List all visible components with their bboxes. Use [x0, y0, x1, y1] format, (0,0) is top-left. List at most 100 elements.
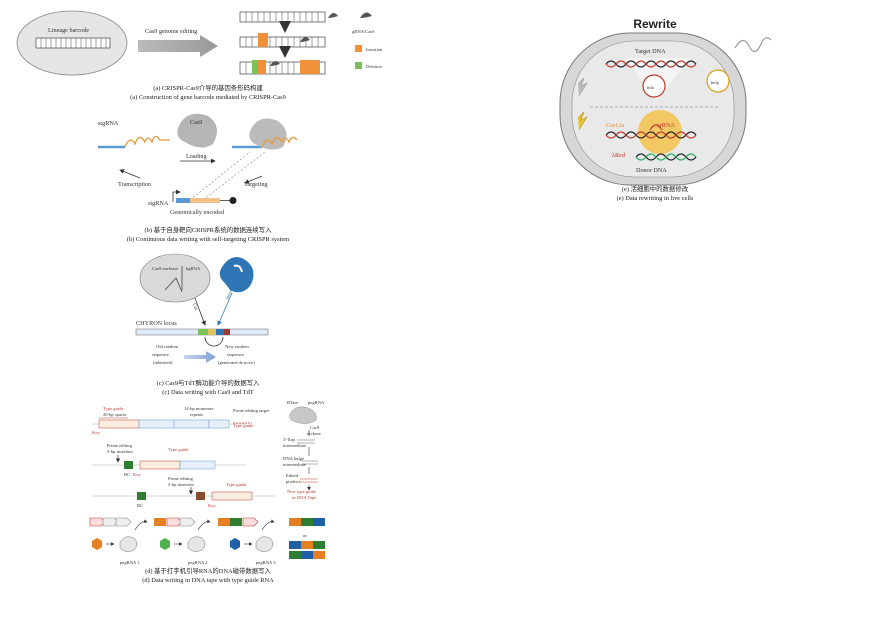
- tape-blocks-4: [289, 518, 325, 526]
- tape-row-3: BC Key: [92, 491, 275, 508]
- stgrna-loop: [124, 135, 170, 148]
- legend: gRNA/Cas9 Insertion Deletion: [352, 12, 383, 69]
- promoter-arrow: [172, 189, 181, 202]
- caption-b-en: (b) Continuous data writing with self-ta…: [127, 236, 289, 243]
- flap-strands: [297, 439, 315, 444]
- pe-insertion-1a: Prime editing: [107, 443, 133, 448]
- tape-blocks-3: [218, 517, 259, 527]
- panel-d: Type guide 20-bp spacer 14-bp monomer re…: [89, 400, 325, 584]
- key-label-2: Key: [133, 472, 141, 477]
- bulge-strands: [302, 460, 318, 465]
- rtase-label: RTase: [287, 400, 298, 405]
- insertion-block: [258, 33, 268, 47]
- hexagon-blue: [230, 538, 240, 550]
- tape-row-1: Key: [92, 419, 246, 435]
- flap-label-2: intermediate: [283, 443, 306, 448]
- tdt-enzyme: [219, 257, 254, 293]
- old-seq-3: (inherited): [153, 360, 173, 365]
- or-label: or: [303, 533, 307, 538]
- caption-d-cn: (d) 基于打字机引导RNA的DNA磁带数据写入: [145, 566, 271, 575]
- bound-loop: [261, 136, 298, 148]
- caption-e-cn: (e) 活细胞中的数据修改: [622, 184, 689, 193]
- tdt-pocket: [233, 264, 243, 273]
- tape-blocks-1: [89, 517, 132, 527]
- monomer-label-1: 14-bp monomer: [184, 406, 214, 411]
- old-seq-2: sequence: [152, 352, 169, 357]
- grna-cas9-icon: [360, 12, 372, 18]
- pegrna-complex-1: [119, 536, 138, 552]
- caption-d-en: (d) Data writing in DNA tape with type g…: [142, 577, 274, 584]
- cas12a-label: Cas12a: [606, 122, 624, 129]
- pipeline-arrow-1: [134, 519, 148, 531]
- hexagon-green: [160, 538, 170, 550]
- target-guides: [189, 151, 266, 201]
- legend-insertion: Insertion: [366, 47, 383, 52]
- hgrna-label: hgRNA: [186, 266, 201, 271]
- cas9-blob: [177, 113, 217, 148]
- edit-dna-strand-a: [605, 131, 697, 139]
- chyron-locus-label: CHYRON locus: [136, 320, 177, 327]
- help-plasmid-icon: [706, 69, 730, 93]
- cas9-nickase-1: Cas9: [310, 425, 320, 430]
- old-seq-1: Old random: [156, 344, 178, 349]
- hexagon-orange: [92, 538, 102, 550]
- type-guide-label-1: Type guide: [103, 406, 123, 411]
- target-dna-strand-b: [605, 60, 697, 68]
- key-label: Key: [92, 430, 100, 435]
- cas9-bound-blob: [249, 118, 287, 150]
- sequence-arrow: [184, 351, 216, 363]
- lightning-icon-grey: [577, 77, 588, 97]
- pegrna-complex-3: [255, 536, 274, 552]
- editing-arrow: [138, 35, 218, 57]
- panel-b: stgRNA Cas9 Loading Transcription Target…: [98, 113, 298, 243]
- encoded-blue: [176, 198, 190, 203]
- pegrna-1-label: pegRNA 1: [120, 560, 140, 565]
- info-plasmid-icon: [642, 74, 666, 98]
- locus-green: [198, 329, 208, 335]
- bulge-label-2: intermediate: [283, 462, 306, 467]
- pe-insertion-2b: 5-bp insertion: [168, 482, 194, 487]
- insert-label: Insert: [224, 288, 233, 300]
- type-guide-label-3: Type guide: [226, 482, 246, 487]
- help-label: help: [711, 80, 720, 85]
- crrna-label: crRNA: [657, 122, 675, 129]
- pegrna-2-label: pegRNA 2: [188, 560, 208, 565]
- bc-label-1: BC: [124, 472, 130, 477]
- type-guide-label-target: Type guide: [233, 423, 253, 428]
- caption-b-cn: (b) 基于自身靶向CRISPR系统的数据连续写入: [145, 225, 273, 234]
- targeting-arrow: [244, 175, 263, 184]
- type-guide-label-2: Type guide: [168, 447, 188, 452]
- stgrna-bottom-label: stgRNA: [148, 200, 169, 207]
- donor-dna-label: Donor DNA: [636, 167, 667, 174]
- bc-label-2: BC: [137, 503, 143, 508]
- panel-e: Rewrite Target DNA info help Cas12a crRN…: [559, 17, 772, 202]
- key-label-3: Key: [208, 503, 216, 508]
- caption-c-en: (c) Data writing with Cas9 and TdT: [162, 389, 254, 396]
- legend-deletion: Deletion: [366, 64, 383, 69]
- panel-a: Lineage barcode Cas9 genome editing: [16, 10, 383, 101]
- caption-e-en: (e) Data rewriting in live cells: [617, 195, 694, 202]
- genomically-encoded-label: Genomically encoded: [170, 209, 225, 216]
- editing-label: Cas9 genome editing: [145, 28, 197, 35]
- info-label: info: [647, 85, 655, 90]
- pegrna-3-label: pegRNA 3: [256, 560, 276, 565]
- tape-row-2: BC Key: [92, 460, 246, 477]
- prime-editing-target-label: Prime editing target: [233, 408, 270, 413]
- monomer-label-2: repeats: [190, 412, 203, 417]
- locus-loop: [204, 336, 224, 347]
- caption-c-cn: (c) Cas9与TdT酶功能介导的数据写入: [157, 378, 260, 387]
- barcode-row-1: [239, 11, 338, 23]
- targeting-label: Targeting: [244, 181, 268, 188]
- pe-insertion-2a: Prime editing: [168, 476, 194, 481]
- nickase-blob: [289, 406, 317, 424]
- new-type-guide-2: in DNA Tape: [292, 495, 316, 500]
- deletion-swatch: [355, 62, 362, 69]
- cas9-nuclease-blob: [139, 253, 211, 303]
- encoded-orange: [190, 198, 220, 203]
- pegrna-label: pegRNA: [308, 400, 325, 405]
- crrna-loop: [649, 124, 663, 131]
- cut-arrow: [194, 297, 206, 326]
- target-dna-label: Target DNA: [635, 48, 666, 55]
